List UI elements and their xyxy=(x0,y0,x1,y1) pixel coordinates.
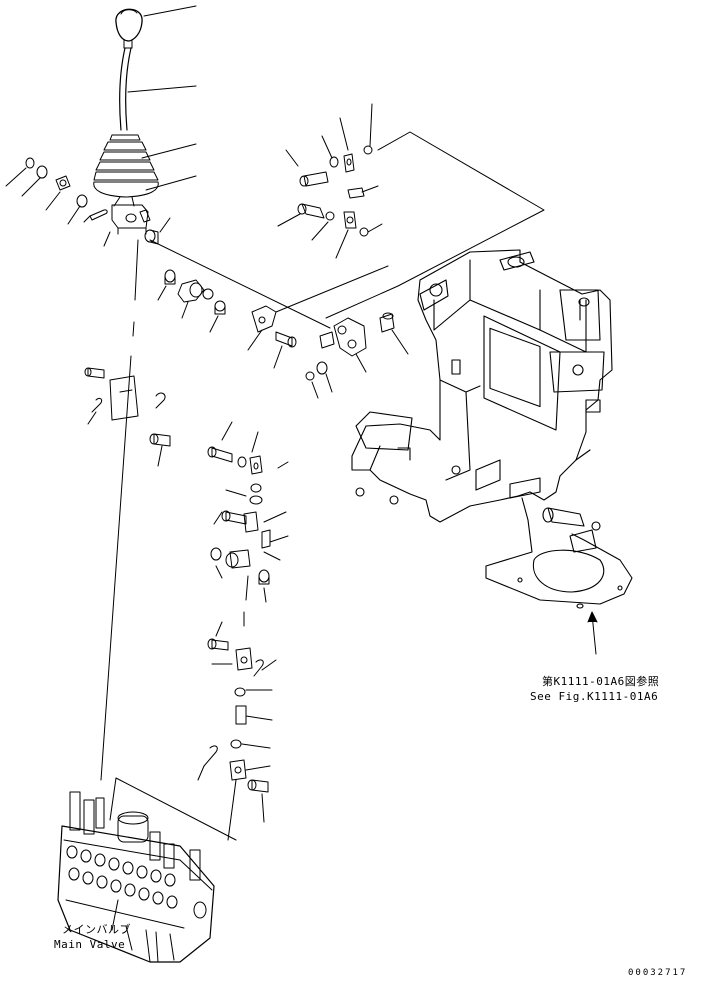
control-lever-knob xyxy=(115,8,143,49)
pivot-pins xyxy=(103,209,171,247)
center-linkage xyxy=(305,312,409,399)
bolts-left xyxy=(84,367,171,467)
floor-plate xyxy=(485,497,633,609)
control-lever-rod xyxy=(118,47,132,131)
bolts-top-middle xyxy=(277,103,383,259)
operator-console-frame xyxy=(351,249,613,523)
lower-linkage-chain xyxy=(197,621,277,841)
drawing-code: 00032717 xyxy=(628,968,688,978)
valve-connection-lines xyxy=(109,777,237,841)
bolts-middle-chain xyxy=(207,421,289,603)
reference-label-en: See Fig.K1111-01A6 xyxy=(530,690,659,703)
lever-boot xyxy=(93,134,159,207)
lever-arm-plate xyxy=(247,305,297,369)
valve-ports xyxy=(66,845,207,919)
reference-arrow xyxy=(587,611,598,655)
main-valve xyxy=(57,791,215,963)
linkage-collar-parts xyxy=(157,269,226,333)
main-valve-label-en: Main Valve xyxy=(54,938,126,951)
cotter-pin xyxy=(83,209,108,223)
control-rod-middle xyxy=(243,575,249,627)
leader-lines-lever xyxy=(5,5,197,225)
assembly-lines xyxy=(149,131,545,329)
reference-label-jp: 第K1111-01A6図参照 xyxy=(542,675,660,688)
main-valve-label-jp: メインバルブ xyxy=(62,923,131,936)
small-washers-left xyxy=(25,157,88,208)
control-rod-left xyxy=(100,239,139,781)
